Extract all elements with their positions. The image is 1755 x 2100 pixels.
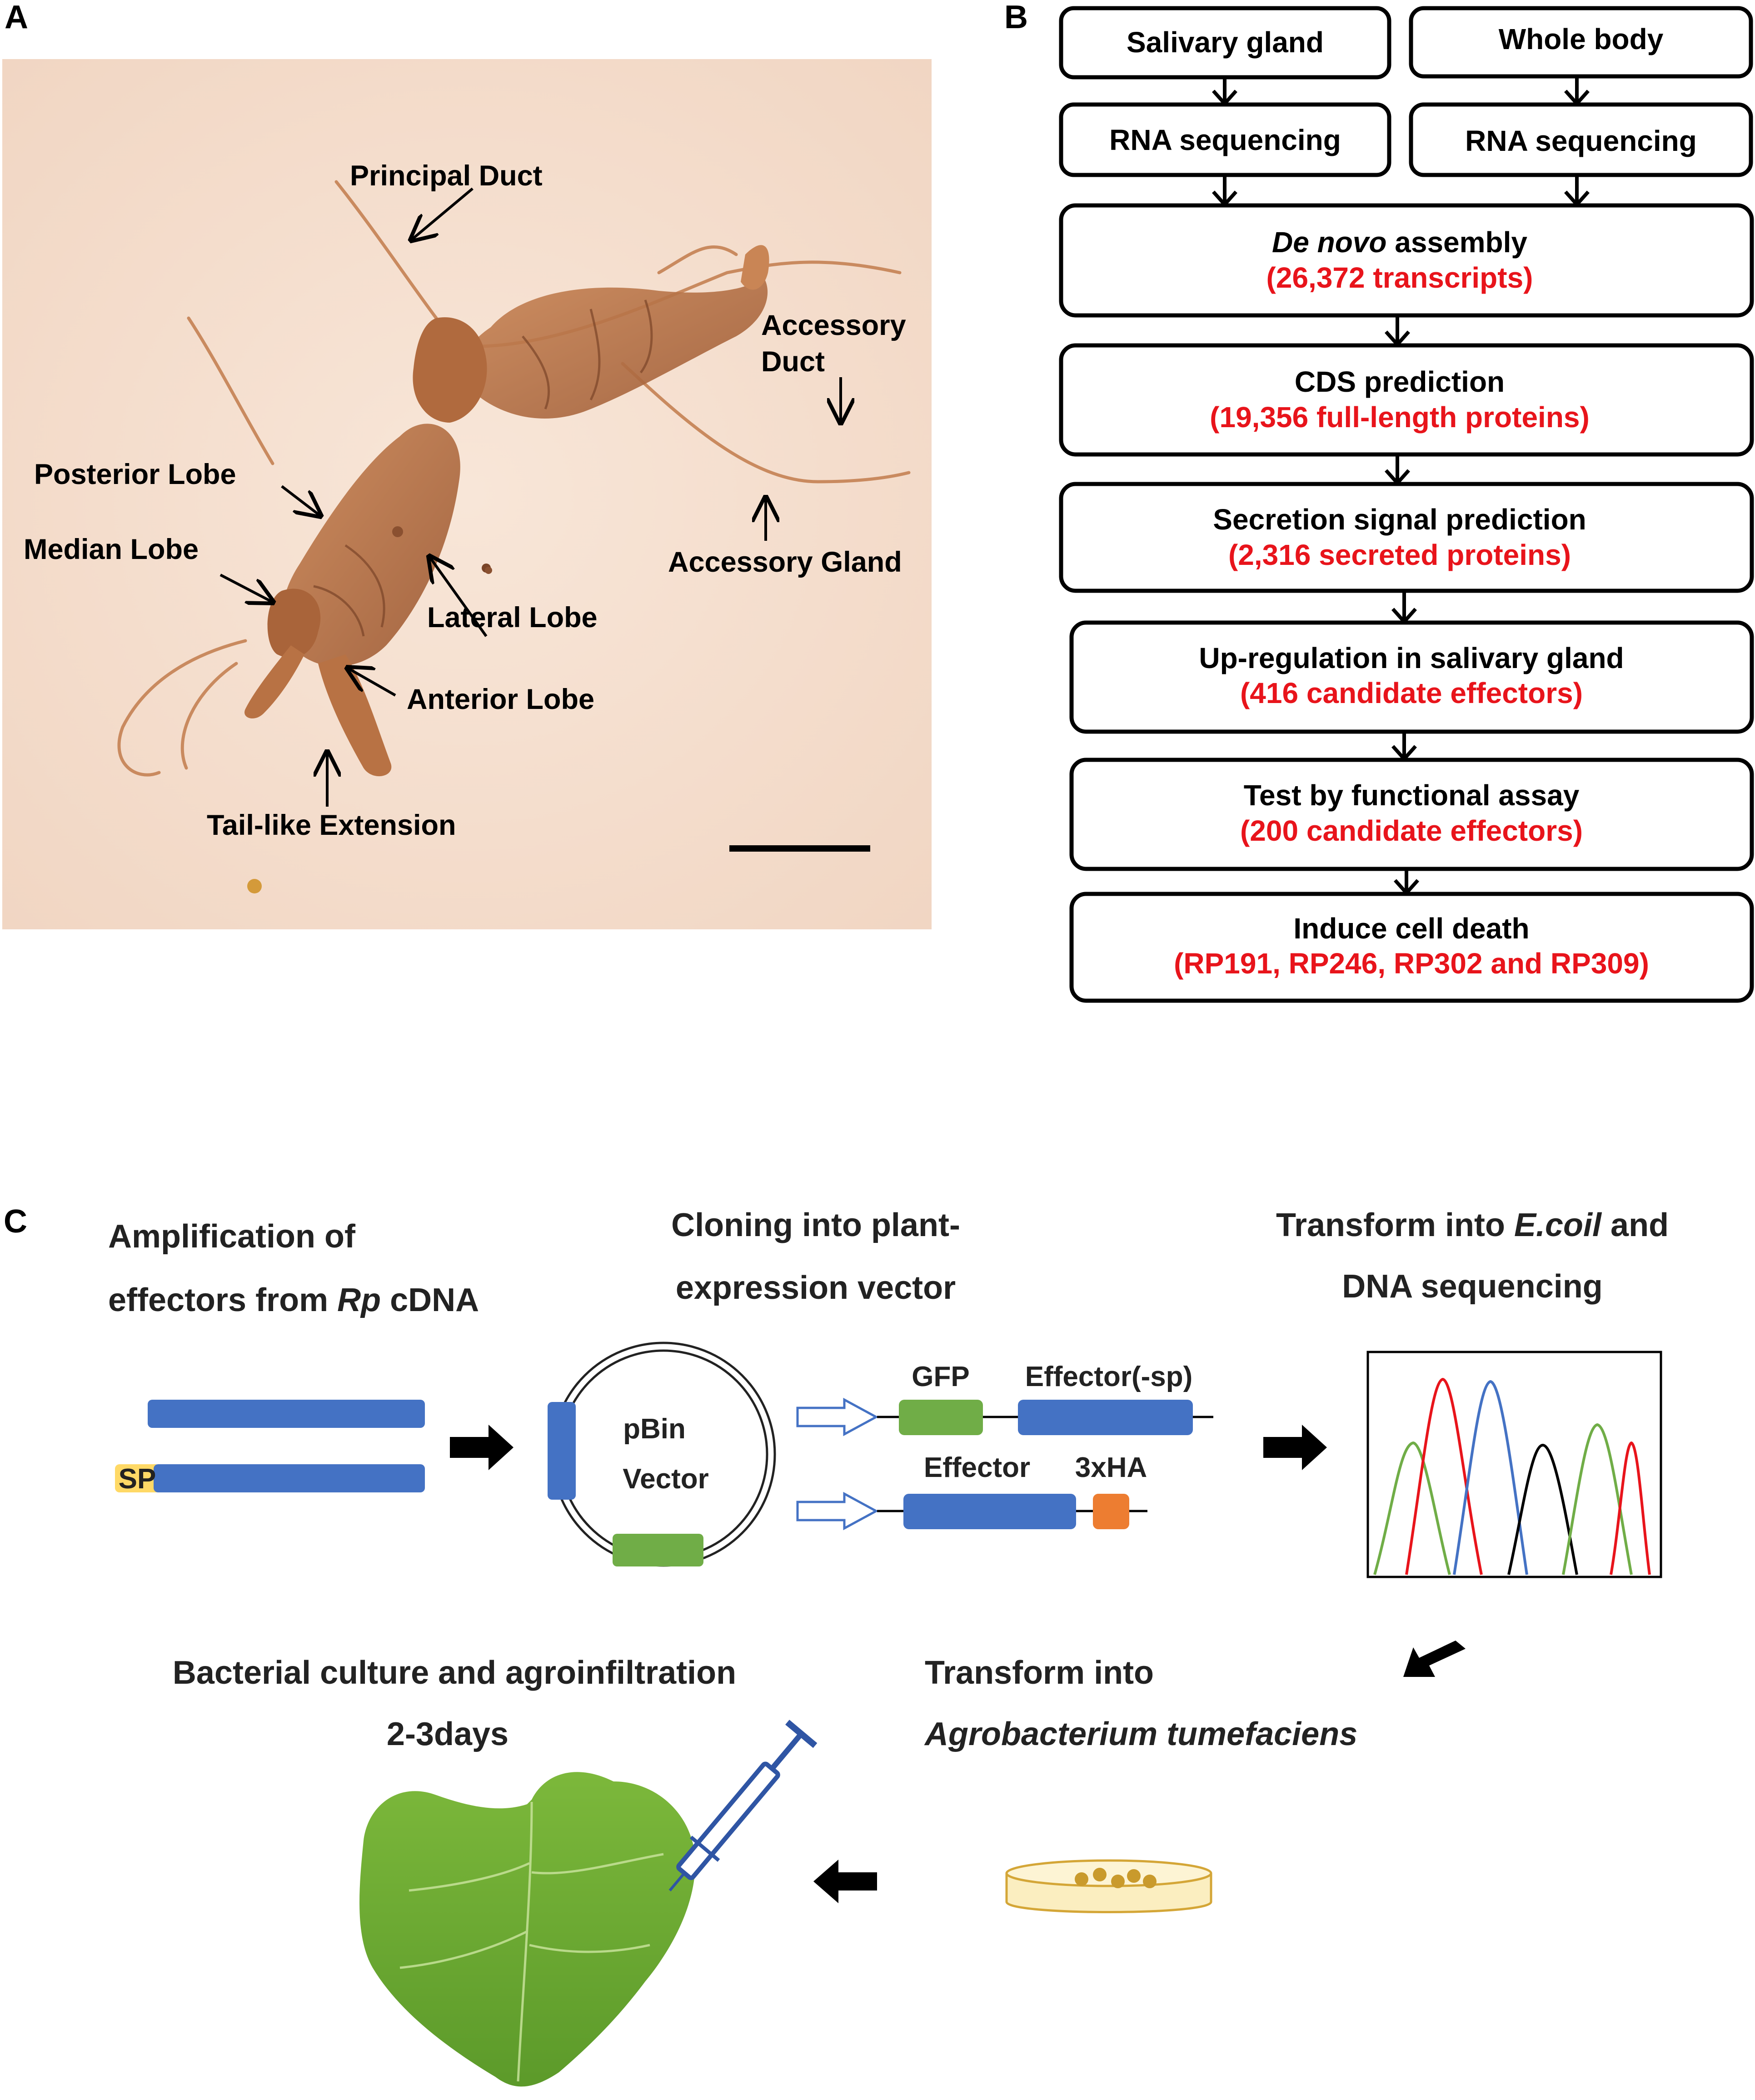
label-3xha: 3xHA: [1075, 1452, 1147, 1483]
annotation-arrows: [219, 187, 841, 807]
heading-culture-line2: 2-3days: [387, 1716, 509, 1752]
text-denovo-count: (26,372 transcripts): [1266, 261, 1533, 294]
label-posterior-lobe: Posterior Lobe: [34, 459, 236, 490]
heading-transform-part1: Transform into: [1276, 1207, 1514, 1243]
heading-transform-ecoli: E.coil: [1514, 1207, 1602, 1243]
label-sp: SP: [119, 1463, 156, 1495]
petri-dish-icon: [1005, 1859, 1212, 1913]
salivary-gland-image: [244, 245, 769, 893]
arrow-right-icon: [1263, 1425, 1327, 1470]
effector-bar: [148, 1400, 425, 1428]
heading-agro-line1: Transform into: [925, 1655, 1154, 1691]
label-gfp: GFP: [912, 1361, 969, 1392]
heading-amplification-part1: effectors from: [108, 1282, 337, 1318]
label-effector: Effector: [924, 1452, 1030, 1483]
text-upreg-count: (416 candidate effectors): [1240, 677, 1583, 709]
heading-transform-part3: and: [1601, 1207, 1669, 1243]
label-lateral-lobe: Lateral Lobe: [427, 602, 598, 633]
chromatogram-icon: [1366, 1351, 1662, 1578]
text-cds-title: CDS prediction: [1295, 365, 1505, 398]
heading-transform-line1: Transform into E.coil and: [1276, 1207, 1669, 1243]
text-assay-title: Test by functional assay: [1244, 779, 1580, 812]
flow-arrows: [1212, 76, 1590, 896]
box-rna-seq-right: [1409, 102, 1753, 177]
text-upreg-title: Up-regulation in salivary gland: [1199, 642, 1624, 674]
label-accessory-duct-line2: Duct: [761, 346, 825, 378]
panel-b-letter: B: [1004, 0, 1028, 35]
heading-transform-line2: DNA sequencing: [1342, 1268, 1602, 1305]
label-pbin: pBin: [623, 1413, 686, 1445]
heading-amplification-line1: Amplification of: [108, 1218, 356, 1255]
heading-amplification-rp: Rp: [337, 1282, 381, 1318]
heading-agro-line2: Agrobacterium tumefaciens: [924, 1716, 1357, 1752]
arrow-left-icon: [813, 1860, 877, 1903]
heading-amplification-line2: effectors from Rp cDNA: [108, 1282, 479, 1318]
plasmid-icon: pBin Vector: [548, 1342, 776, 1567]
scale-bar: [729, 845, 870, 852]
text-death-title: Induce cell death: [1293, 912, 1529, 945]
label-median-lobe: Median Lobe: [24, 534, 199, 565]
arrow-down-left-icon: [1403, 1641, 1466, 1677]
label-vector: Vector: [623, 1463, 709, 1495]
box-cell-death: [1069, 892, 1754, 1003]
text-salivary-gland: Salivary gland: [1127, 26, 1324, 59]
panel-a-letter: A: [5, 0, 28, 35]
label-anterior-lobe: Anterior Lobe: [407, 683, 594, 715]
construct-gfp-effector: GFP Effector(-sp): [796, 1361, 1213, 1437]
construct-effector-ha: Effector 3xHA: [796, 1452, 1147, 1531]
label-tail-extension: Tail-like Extension: [207, 809, 456, 841]
text-whole-body: Whole body: [1499, 23, 1664, 55]
leaf-icon: [359, 1772, 695, 2087]
heading-culture-line1: Bacterial culture and agroinfiltration: [173, 1655, 736, 1691]
text-death-count: (RP191, RP246, RP302 and RP309): [1174, 947, 1649, 980]
syringe-icon: [668, 1720, 818, 1891]
box-whole-body: [1409, 6, 1753, 79]
label-principal-duct: Principal Duct: [350, 160, 543, 192]
box-functional-assay: [1069, 758, 1754, 871]
panel-b: B Salivary gland Whole body RNA: [1004, 0, 1754, 1003]
text-cds-count: (19,356 full-length proteins): [1210, 401, 1590, 434]
label-accessory-duct-line1: Accessory: [761, 309, 906, 341]
box-denovo-assembly: [1059, 203, 1754, 318]
box-cds-prediction: [1059, 343, 1754, 457]
heading-cloning-line2: expression vector: [676, 1270, 956, 1306]
text-assay-count: (200 candidate effectors): [1240, 814, 1583, 847]
micrograph-background: [2, 59, 932, 929]
panel-c-letter: C: [4, 1203, 27, 1240]
text-rna-seq-left: RNA sequencing: [1109, 124, 1341, 156]
heading-cloning-line1: Cloning into plant-: [671, 1207, 960, 1243]
text-denovo-title: De novo assembly: [1272, 226, 1527, 259]
heading-amplification-part3: cDNA: [381, 1282, 479, 1318]
panel-a: A: [2, 0, 932, 929]
text-denovo-italic: De novo: [1272, 226, 1386, 259]
label-accessory-gland: Accessory Gland: [668, 546, 902, 578]
panel-c: C Amplification of effectors from Rp cDN…: [4, 1203, 1669, 2087]
label-effector-sp: Effector(-sp): [1025, 1361, 1193, 1392]
box-upregulation: [1069, 620, 1754, 734]
text-secretion-count: (2,316 secreted proteins): [1228, 539, 1571, 571]
arrow-right-icon: [450, 1425, 514, 1470]
text-rna-seq-right: RNA sequencing: [1465, 125, 1697, 157]
box-secretion-signal: [1059, 482, 1754, 593]
text-secretion-title: Secretion signal prediction: [1213, 503, 1586, 536]
text-denovo-rest: assembly: [1386, 226, 1527, 259]
signal-peptide-box: [115, 1464, 160, 1492]
effector-sp-bar: [154, 1464, 425, 1492]
